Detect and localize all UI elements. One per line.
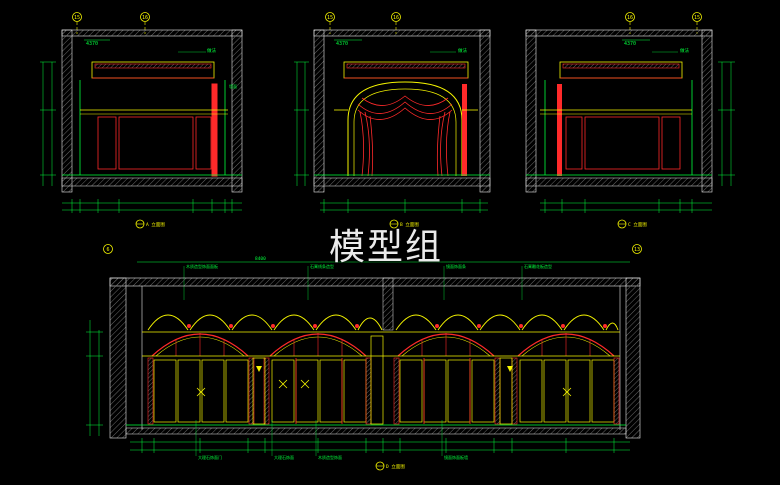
elevation-a: 15 16 4370 做法 墙面 [40, 12, 243, 229]
axis-bubble-icon: 15 [325, 12, 335, 22]
callout-label: 墙面 [229, 83, 237, 89]
callout-label: 做法 [458, 47, 467, 54]
top-dimension: 4370 [624, 41, 636, 47]
elevation-d: 6 13 8400 木质造型饰面面板 石膏线条造型 镜面饰面条 石膏雕花板造型 [86, 244, 642, 471]
drawing-title: D 立面图 [386, 463, 405, 470]
callout-label: 镜面饰面条 [446, 263, 466, 269]
drawing-title: A 立面图 [146, 221, 165, 228]
callout-label: 镜面饰面板墙 [444, 454, 468, 460]
callout-label: 做法 [680, 47, 689, 54]
axis-bubble-icon: 15 [692, 12, 702, 22]
watermark: 模型组 [329, 227, 444, 268]
axis-bubble-icon: 13 [632, 244, 642, 254]
arched-window [517, 333, 615, 357]
top-dimension: 4370 [336, 41, 348, 47]
callout-label: 做法 [207, 47, 216, 54]
callout-label: 木质造型饰面 [318, 454, 342, 460]
axis-bubble-icon: 6 [103, 244, 113, 254]
axis-bubble-icon: 16 [625, 12, 635, 22]
arched-window [151, 333, 249, 357]
callout-label: 石膏线条造型 [310, 263, 334, 269]
callout-label: 大理石饰面 [274, 454, 294, 460]
arched-window [397, 333, 495, 357]
axis-label: 6 [106, 247, 109, 253]
section-mark-icon [375, 461, 385, 471]
axis-label: 15 [694, 15, 700, 21]
door-handle-icon [196, 379, 572, 397]
axis-label: 15 [74, 15, 80, 21]
section-mark-icon [617, 219, 627, 229]
axis-label: 16 [627, 15, 633, 21]
drawing-title: C 立面图 [628, 221, 647, 228]
callout-label: 木质造型饰面面板 [186, 263, 218, 269]
axis-bubble-icon: 16 [140, 12, 150, 22]
axis-bubble-icon: 15 [72, 12, 82, 22]
curtain-drape-icon [357, 95, 453, 177]
top-dimension: 4370 [86, 41, 98, 47]
arched-window [269, 333, 367, 357]
axis-label: 16 [142, 15, 148, 21]
section-mark-icon [389, 219, 399, 229]
callout-label: 大理石饰面门 [198, 454, 222, 460]
callout-label: 石膏雕花板造型 [524, 263, 552, 269]
section-mark-icon [135, 219, 145, 229]
arch-row [147, 314, 619, 331]
axis-label: 16 [393, 15, 399, 21]
elevation-b: 15 16 4370 做法 [294, 12, 491, 229]
axis-label: 13 [634, 247, 640, 253]
elevation-c: 16 15 4370 做法 [525, 12, 735, 229]
axis-label: 15 [327, 15, 333, 21]
overall-dimension: 8400 [255, 256, 266, 262]
axis-bubble-icon: 16 [391, 12, 401, 22]
drawing-title: B 立面图 [400, 221, 419, 228]
